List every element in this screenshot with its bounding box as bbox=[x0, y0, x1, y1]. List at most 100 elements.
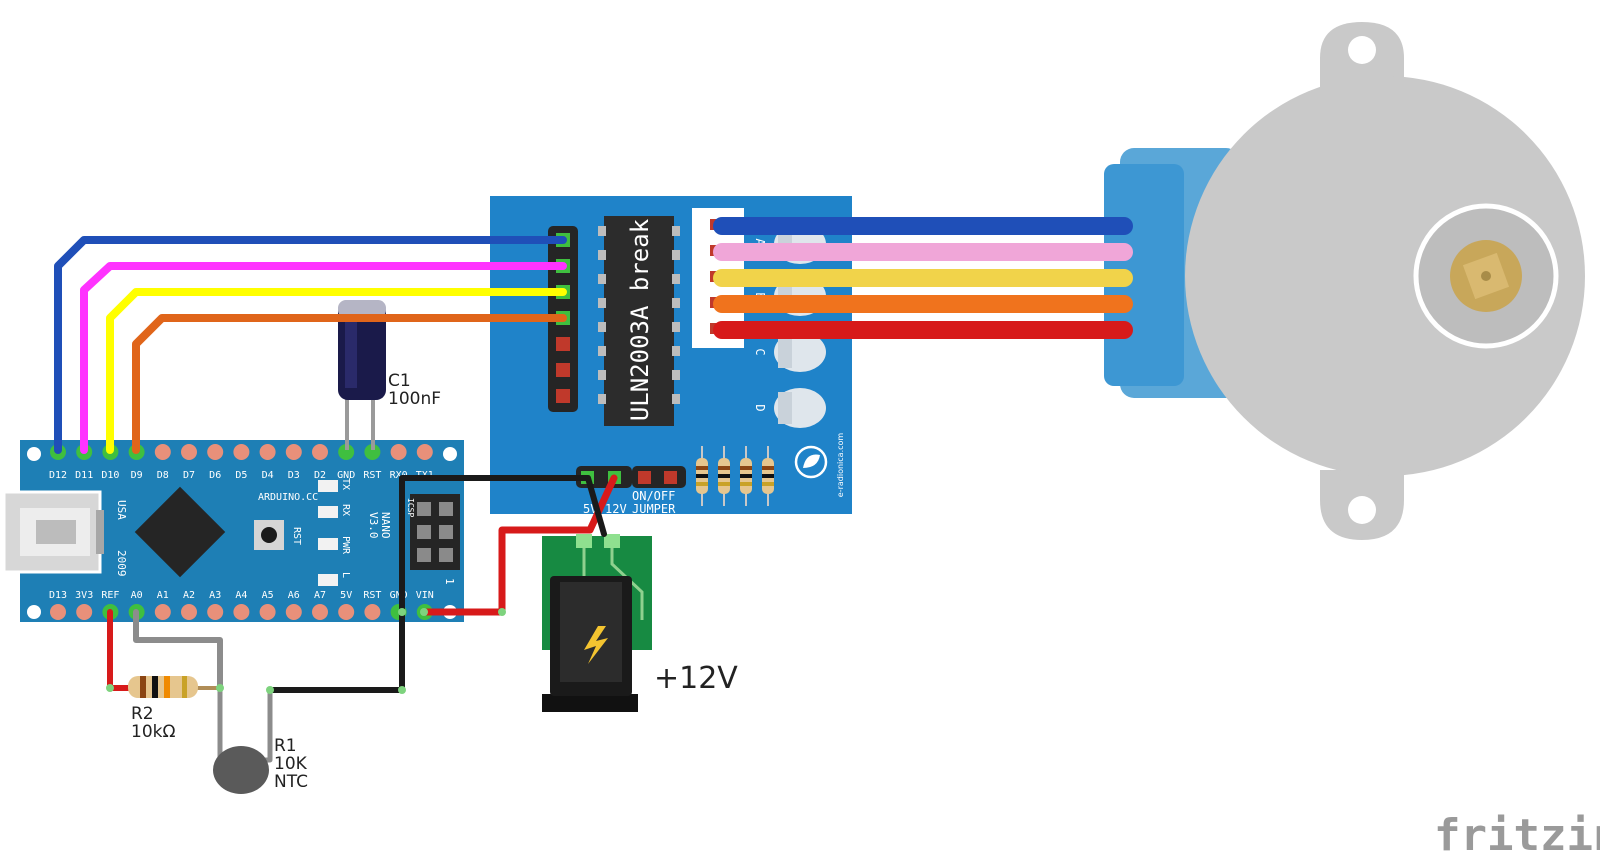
resistor bbox=[128, 676, 198, 698]
pin-label-bottom: VIN bbox=[416, 590, 434, 601]
c1-value: 100nF bbox=[388, 389, 441, 409]
r1-value: 10K bbox=[274, 754, 308, 774]
pin-label-top: D7 bbox=[183, 470, 195, 481]
wire-junction bbox=[106, 684, 114, 692]
status-led-label: RX bbox=[340, 504, 351, 516]
wire-ground bbox=[399, 475, 607, 615]
header-pin-d13 bbox=[50, 604, 66, 620]
brand-text: ARDUINO.CC bbox=[258, 492, 318, 503]
r2-name: R2 bbox=[131, 704, 154, 724]
status-led bbox=[318, 506, 338, 518]
pin-label-bottom: A6 bbox=[288, 590, 300, 601]
header-pin-a1 bbox=[154, 604, 171, 620]
header-pin-d6 bbox=[207, 444, 224, 460]
pin-label-top: D9 bbox=[131, 470, 143, 481]
fritzing-watermark: fritzing bbox=[1434, 810, 1600, 861]
header-pin-d8 bbox=[154, 444, 171, 460]
wire-d11-in2 bbox=[80, 262, 567, 454]
header-pin-a6 bbox=[285, 604, 302, 620]
header-pin-d4 bbox=[259, 444, 276, 460]
icsp-pin1-label: 1 bbox=[443, 578, 456, 585]
driver-input-pin bbox=[556, 389, 570, 403]
wire-junction bbox=[266, 686, 274, 694]
phase-letter: D bbox=[753, 404, 767, 411]
wire-junction bbox=[420, 608, 428, 616]
component-labels: C1 100nF R2 10kΩ R1 10K NTC +12V fritzin… bbox=[131, 371, 1600, 861]
icsp-pin bbox=[439, 548, 453, 562]
header-pin-d7 bbox=[181, 444, 197, 460]
credit-text: e-radionica.com bbox=[836, 433, 845, 498]
wire-junction bbox=[398, 686, 406, 694]
pin-label-bottom: A0 bbox=[131, 590, 143, 601]
pin-label-top: RX0 bbox=[390, 470, 408, 481]
pin-label-top: D3 bbox=[288, 470, 300, 481]
header-pin-d5 bbox=[233, 444, 250, 460]
pin-label-bottom: D13 bbox=[49, 590, 67, 601]
wire-junction bbox=[398, 608, 406, 616]
header-pin-3v3 bbox=[76, 604, 93, 620]
status-led-label: PWR bbox=[340, 536, 351, 555]
header-pin-5v bbox=[338, 604, 355, 620]
header-pin-rst bbox=[364, 604, 381, 620]
wire-a0-junction bbox=[133, 609, 223, 691]
status-led-label: L bbox=[340, 572, 351, 578]
jumper-label-1: ON/OFF bbox=[632, 489, 675, 503]
status-led bbox=[318, 574, 338, 586]
header-pin-d3 bbox=[285, 444, 302, 460]
year-text: 2009 bbox=[115, 550, 128, 577]
icsp-pin bbox=[439, 502, 453, 516]
thermistor bbox=[213, 746, 269, 794]
pin-label-top: D8 bbox=[157, 470, 169, 481]
lightning-icon bbox=[584, 626, 608, 664]
header-pin-a3 bbox=[207, 604, 224, 620]
header-pin-gnd bbox=[338, 444, 355, 460]
pin-label-bottom: REF bbox=[101, 590, 119, 601]
dc-power-jack bbox=[542, 534, 652, 712]
r2-value: 10kΩ bbox=[131, 722, 175, 742]
icsp-pin bbox=[439, 525, 453, 539]
header-pin-a2 bbox=[181, 604, 197, 620]
mount-hole-bottom bbox=[1348, 496, 1376, 524]
chip-label: ULN2003A break bbox=[626, 218, 654, 421]
header-pin-rst bbox=[364, 444, 381, 460]
uln2003-chip bbox=[604, 216, 674, 426]
icsp-pin bbox=[417, 548, 431, 562]
pin-label-bottom: A3 bbox=[209, 590, 221, 601]
power-label-12v: 12V bbox=[605, 502, 627, 516]
capacitor-c1 bbox=[338, 300, 386, 450]
r1-name: R1 bbox=[274, 736, 297, 756]
pin-label-bottom: A5 bbox=[262, 590, 274, 601]
pin-label-bottom: RST bbox=[363, 590, 381, 601]
wire-d12-in1 bbox=[54, 236, 567, 454]
resistor-r2 bbox=[128, 676, 198, 698]
pin-label-top: D12 bbox=[49, 470, 67, 481]
wires bbox=[54, 217, 1133, 763]
reset-label: RST bbox=[291, 527, 302, 545]
header-pin-a7 bbox=[312, 604, 328, 620]
header-pin-a5 bbox=[259, 604, 276, 620]
icsp-pin bbox=[417, 502, 431, 516]
pin-label-top: D4 bbox=[262, 470, 274, 481]
header-pin-a4 bbox=[233, 604, 250, 620]
phase-letter: A bbox=[753, 238, 767, 246]
wire-d9-in4 bbox=[132, 314, 567, 454]
thermistor-r1 bbox=[213, 746, 269, 794]
model-line2: V3.0 bbox=[367, 512, 380, 539]
pin-label-top: D2 bbox=[314, 470, 326, 481]
wire-junction bbox=[498, 608, 506, 616]
supply-label: +12V bbox=[654, 661, 738, 696]
wire-ground-thermistor bbox=[267, 609, 405, 693]
driver-resistors bbox=[696, 446, 774, 506]
status-led bbox=[318, 480, 338, 492]
pin-label-bottom: A4 bbox=[235, 590, 247, 601]
icsp-pin bbox=[417, 525, 431, 539]
pin-label-bottom: A2 bbox=[183, 590, 195, 601]
stepper-motor bbox=[1104, 22, 1585, 540]
pin-label-bottom: A1 bbox=[157, 590, 169, 601]
pin-label-top: RST bbox=[363, 470, 381, 481]
header-pin-rx0 bbox=[390, 444, 407, 460]
thermistor-lead-2 bbox=[259, 687, 273, 763]
